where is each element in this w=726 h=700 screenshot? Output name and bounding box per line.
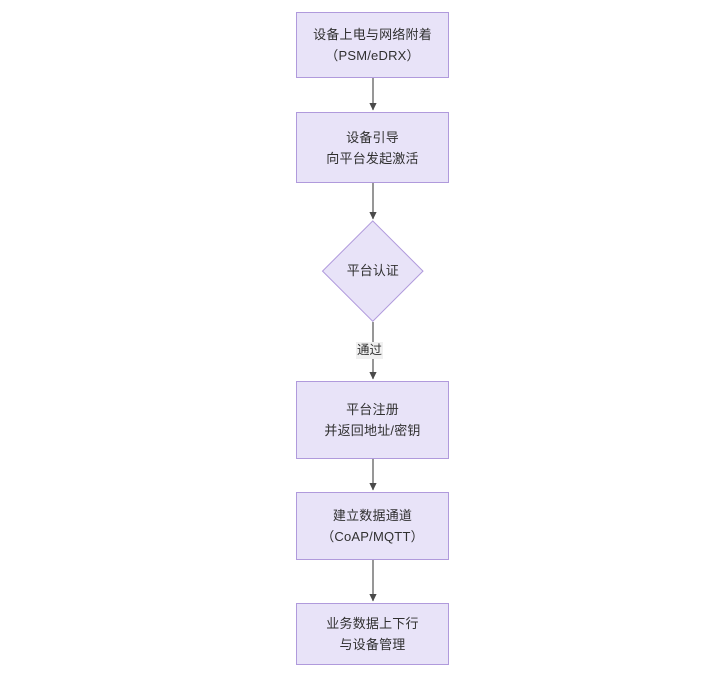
node-platform-registration[interactable]: 平台注册 并返回地址/密钥: [296, 381, 449, 459]
node-device-power-on[interactable]: 设备上电与网络附着 （PSM/eDRX）: [296, 12, 449, 78]
node-business-data-and-device-management[interactable]: 业务数据上下行 与设备管理: [296, 603, 449, 665]
node-label-line2: 向平台发起激活: [326, 150, 419, 166]
decision-label-wrap: 平台认证: [338, 236, 408, 306]
node-device-bootstrap[interactable]: 设备引导 向平台发起激活: [296, 112, 449, 183]
node-label-line2: （PSM/eDRX）: [325, 48, 420, 63]
node-label-line1: 设备上电与网络附着: [313, 27, 432, 42]
node-label-line2: （CoAP/MQTT）: [321, 529, 424, 544]
node-label-line2: 并返回地址/密钥: [324, 423, 421, 438]
node-label-line1: 设备引导: [346, 129, 399, 145]
node-label-line1: 平台认证: [347, 263, 400, 279]
node-establish-data-channel[interactable]: 建立数据通道 （CoAP/MQTT）: [296, 492, 449, 560]
node-label-line2: 与设备管理: [339, 637, 406, 652]
node-label-line1: 业务数据上下行: [326, 616, 419, 631]
node-label-line1: 建立数据通道: [332, 508, 413, 523]
node-label-line1: 平台注册: [346, 402, 399, 417]
edge-label-pass: 通过: [356, 342, 384, 359]
